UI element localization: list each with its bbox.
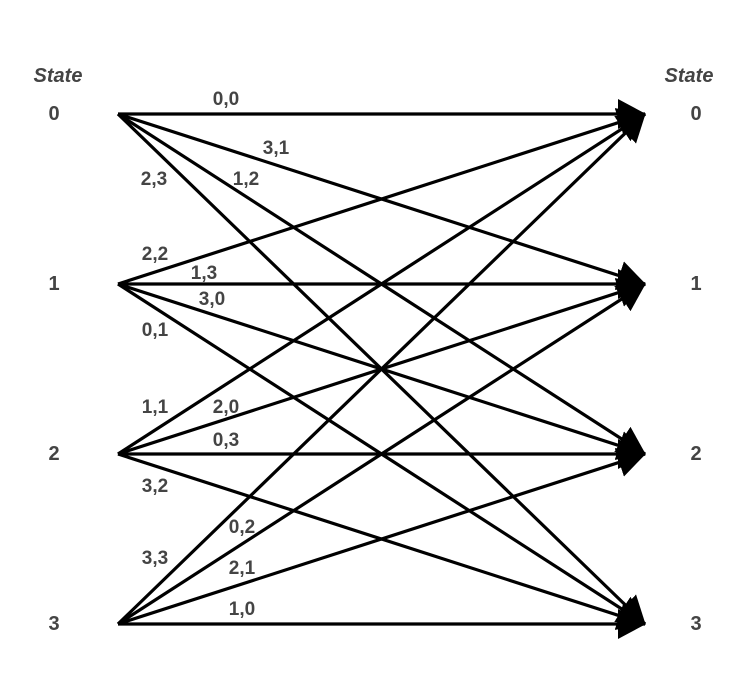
edge-label-1-to-1: 1,3 [191, 263, 217, 284]
right-state-header: State [665, 65, 714, 87]
edge-3-to-0 [116, 112, 647, 626]
edge-1-to-0 [117, 108, 646, 286]
left-state-header: State [34, 65, 83, 87]
edge-label-1-to-2: 3,0 [199, 289, 225, 310]
edge-label-2-to-3: 3,2 [142, 476, 168, 497]
edge-2-to-0 [117, 112, 646, 456]
edge-label-1-to-3: 0,1 [142, 320, 169, 341]
left-state-3: 3 [48, 613, 59, 635]
edge-label-0-to-2: 1,2 [233, 169, 259, 190]
edge-3-to-2 [117, 448, 646, 626]
right-state-0: 0 [690, 103, 701, 125]
right-state-1: 1 [690, 273, 701, 295]
edge-label-3-to-0: 3,3 [142, 548, 168, 569]
transition-edges [116, 99, 647, 639]
edge-label-0-to-3: 2,3 [141, 169, 167, 190]
edge-label-0-to-1: 3,1 [263, 138, 290, 159]
edge-label-3-to-2: 2,1 [229, 558, 256, 579]
edge-label-3-to-3: 1,0 [229, 599, 255, 620]
edge-label-1-to-0: 2,2 [142, 244, 168, 265]
right-state-3: 3 [690, 613, 701, 635]
left-state-1: 1 [48, 273, 59, 295]
left-state-0: 0 [48, 103, 59, 125]
transition-labels: 0,0 3,11,2 2,3 2,2 1,3 3,0 0,1 1,1 2,0 0,3 3,2 3,3 0… [141, 89, 290, 620]
edge-label-2-to-1: 2,0 [213, 397, 239, 418]
edge-label-0-to-0: 0,0 [213, 89, 239, 110]
edge-label-2-to-0: 1,1 [142, 397, 169, 418]
right-state-2: 2 [690, 443, 701, 465]
edge-3-to-1 [117, 282, 646, 626]
edge-label-2-to-2: 0,3 [213, 430, 239, 451]
edge-label-3-to-1: 0,2 [229, 517, 255, 538]
left-state-2: 2 [48, 443, 59, 465]
